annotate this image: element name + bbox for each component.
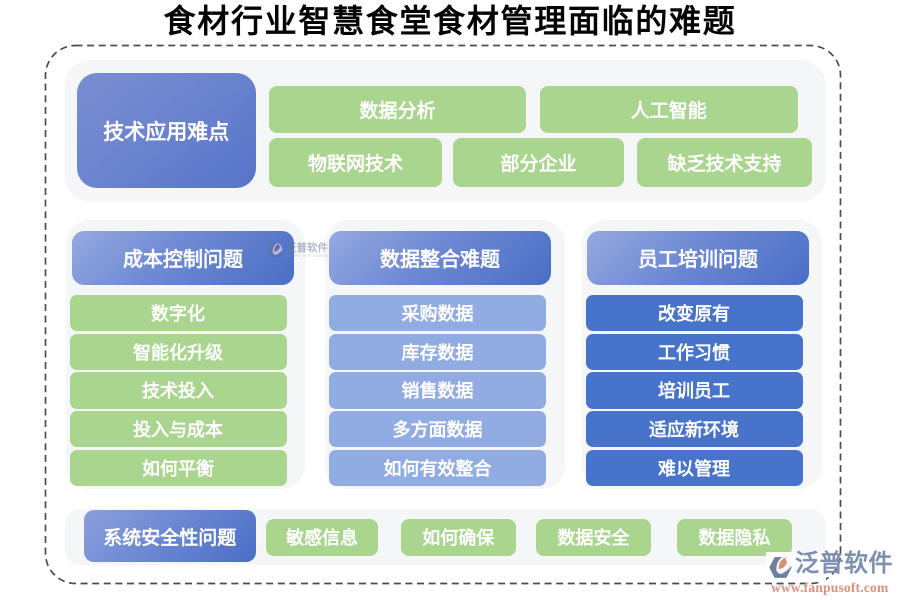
tag-artificial-intelligence: 人工智能 [539, 85, 798, 133]
tag-iot-technology: 物联网技术 [269, 138, 442, 187]
item-how-to-integrate-effectively: 如何有效整合 [329, 449, 546, 487]
tag-how-to-ensure: 如何确保 [400, 518, 516, 556]
brand-logo-url: www.fanpusoft.com [771, 580, 889, 595]
item-hard-to-manage: 难以管理 [585, 449, 803, 487]
column-header-staff-training: 员工培训问题 [587, 230, 809, 285]
item-adapt-new-environment: 适应新环境 [585, 411, 803, 448]
column-header-data-integration: 数据整合难题 [329, 230, 551, 285]
item-multi-source-data: 多方面数据 [329, 411, 546, 448]
item-technology-investment: 技术投入 [69, 372, 287, 409]
center-watermark: 泛普软件 FANPU SOFTWARE [267, 241, 329, 260]
brand-logo: 泛普软件 www.fanpusoft.com [768, 552, 893, 596]
topic-tech-application-difficulty: 技术应用难点 [76, 73, 256, 188]
fanpu-logo-icon [769, 557, 792, 578]
column-header-cost-control: 成本控制问题 [72, 230, 294, 285]
item-how-to-balance: 如何平衡 [69, 449, 287, 487]
item-procurement-data: 采购数据 [329, 294, 546, 332]
item-inventory-data: 库存数据 [329, 333, 546, 370]
tag-data-privacy: 数据隐私 [677, 518, 792, 556]
brand-logo-text: 泛普软件 [795, 551, 893, 577]
page-title: 食材行业智慧食堂食材管理面临的难题 [163, 3, 737, 39]
tag-sensitive-information: 敏感信息 [266, 518, 378, 556]
item-investment-and-cost: 投入与成本 [69, 411, 287, 448]
watermark-brand-subtext: FANPU SOFTWARE [286, 252, 329, 258]
item-digitalization: 数字化 [69, 294, 287, 332]
item-sales-data: 销售数据 [329, 372, 546, 409]
tag-some-enterprises: 部分企业 [453, 138, 624, 187]
item-train-employees: 培训员工 [585, 372, 803, 409]
tag-lack-of-tech-support: 缺乏技术支持 [637, 138, 812, 187]
item-change-original: 改变原有 [585, 294, 803, 332]
fanpu-logo-icon [267, 243, 284, 258]
tag-data-analysis: 数据分析 [269, 85, 526, 133]
item-intelligent-upgrade: 智能化升级 [69, 333, 287, 370]
topic-system-security: 系统安全性问题 [84, 510, 256, 562]
item-work-habits: 工作习惯 [585, 333, 803, 370]
watermark-brand-text: 泛普软件 [286, 242, 328, 254]
tag-data-security: 数据安全 [536, 518, 651, 556]
